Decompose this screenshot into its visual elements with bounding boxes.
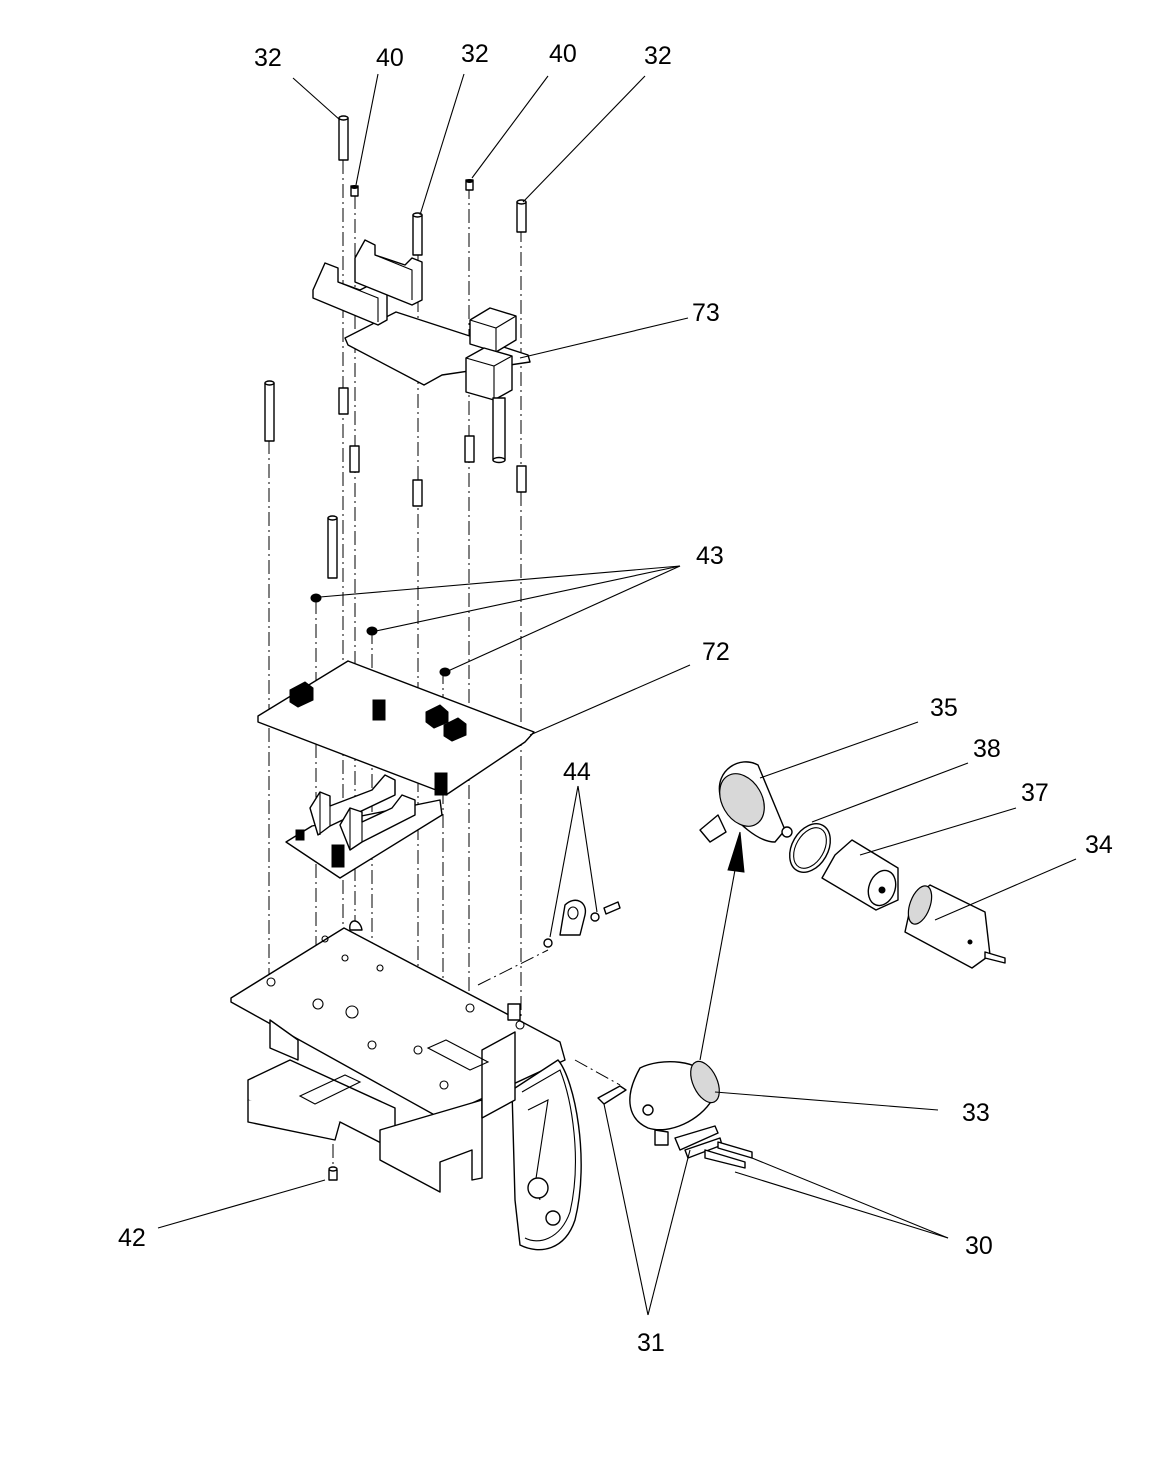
bottom-screw: [328, 1166, 338, 1181]
top-standoff-middle: [412, 212, 423, 256]
lower-circuit-board: [257, 660, 535, 879]
top-standoff-right: [516, 199, 527, 233]
callout-43: 43: [696, 542, 724, 570]
callout-34: 34: [1085, 831, 1113, 859]
standoff-set-middle: [327, 387, 527, 579]
callout-40-right: 40: [549, 40, 577, 68]
callout-32-left: 32: [254, 44, 282, 72]
callout-31: 31: [637, 1329, 665, 1357]
top-standoff-left: [338, 115, 349, 161]
nuts-set: [310, 593, 451, 677]
cable-clamp: [543, 899, 621, 948]
chassis-base: [230, 920, 582, 1251]
callout-37: 37: [1021, 779, 1049, 807]
callout-38: 38: [973, 735, 1001, 763]
callout-30: 30: [965, 1232, 993, 1260]
top-screw-left: [350, 185, 359, 197]
upper-circuit-board: [312, 239, 531, 464]
callout-32-right: 32: [644, 42, 672, 70]
callout-35: 35: [930, 694, 958, 722]
callout-42: 42: [118, 1224, 146, 1252]
callout-labels: 32 40 32 40 32 73 43 72 35 38 44 37 34 3…: [118, 40, 1113, 1357]
leader-lines: [157, 73, 1077, 1316]
callout-32-middle: 32: [461, 40, 489, 68]
callout-72: 72: [702, 638, 730, 666]
top-screw-right: [465, 179, 474, 191]
callout-33: 33: [962, 1099, 990, 1127]
callout-44: 44: [563, 758, 591, 786]
long-standoff-left: [264, 380, 275, 442]
filter-assembly: [699, 761, 1006, 1061]
callout-73: 73: [692, 299, 720, 327]
callout-40-left: 40: [376, 44, 404, 72]
motor-assembly: [597, 1060, 753, 1169]
